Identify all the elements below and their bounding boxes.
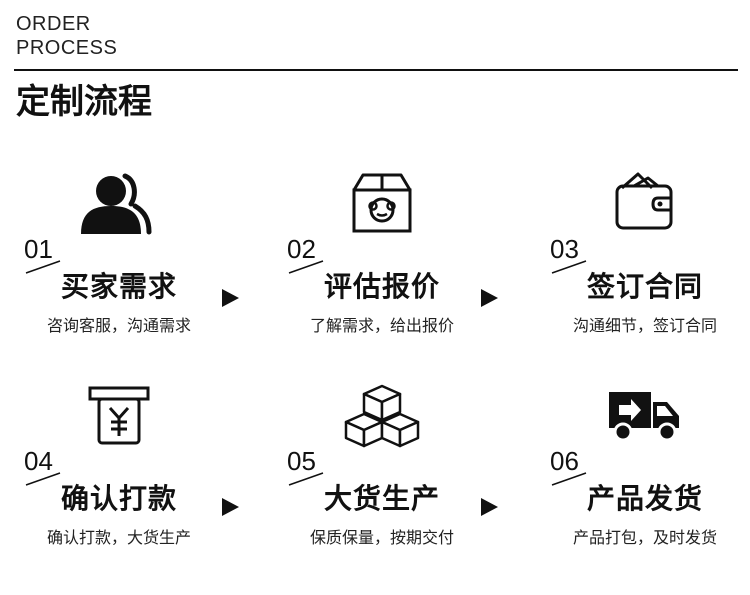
header-divider bbox=[14, 69, 738, 71]
step-number: 04 bbox=[24, 446, 53, 476]
play-arrow-icon bbox=[222, 289, 239, 307]
box-icon bbox=[327, 172, 437, 240]
step-number: 06 bbox=[550, 446, 579, 476]
wallet-icon bbox=[590, 172, 700, 240]
step-2: 02 评估报价 了解需求，给出报价 bbox=[287, 172, 487, 372]
step-desc: 沟通细节，签订合同 bbox=[572, 316, 717, 335]
english-heading: ORDER PROCESS bbox=[16, 12, 117, 60]
step-name: 评估报价 bbox=[323, 270, 440, 303]
step-1: 01 买家需求 咨询客服，沟通需求 bbox=[24, 172, 224, 372]
number-underline-slash bbox=[288, 472, 324, 486]
delivery-truck-icon bbox=[590, 384, 700, 452]
step-desc: 了解需求，给出报价 bbox=[309, 316, 454, 335]
stacked-boxes-icon bbox=[327, 384, 437, 452]
step-name: 大货生产 bbox=[323, 482, 440, 515]
play-arrow-icon bbox=[481, 498, 498, 516]
step-name: 买家需求 bbox=[60, 270, 177, 303]
step-number: 01 bbox=[24, 234, 53, 264]
number-underline-slash bbox=[25, 260, 61, 274]
step-number: 03 bbox=[550, 234, 579, 264]
step-name: 签订合同 bbox=[586, 270, 703, 303]
step-desc: 确认打款，大货生产 bbox=[46, 528, 191, 547]
english-heading-line1: ORDER bbox=[16, 13, 91, 35]
step-name: 确认打款 bbox=[60, 482, 177, 515]
step-3: 03 签订合同 沟通细节，签订合同 bbox=[550, 172, 750, 372]
page-title: 定制流程 bbox=[16, 82, 152, 122]
step-4: 04 确认打款 确认打款，大货生产 bbox=[24, 384, 224, 584]
step-number: 02 bbox=[287, 234, 316, 264]
number-underline-slash bbox=[288, 260, 324, 274]
step-6: 06 产品发货 产品打包，及时发货 bbox=[550, 384, 750, 584]
number-underline-slash bbox=[25, 472, 61, 486]
number-underline-slash bbox=[551, 472, 587, 486]
step-name: 产品发货 bbox=[586, 482, 703, 515]
play-arrow-icon bbox=[222, 498, 239, 516]
step-desc: 保质保量，按期交付 bbox=[309, 528, 454, 547]
play-arrow-icon bbox=[481, 289, 498, 307]
step-number: 05 bbox=[287, 446, 316, 476]
step-5: 05 大货生产 保质保量，按期交付 bbox=[287, 384, 487, 584]
customer-service-icon bbox=[64, 172, 174, 240]
step-desc: 咨询客服，沟通需求 bbox=[46, 316, 191, 335]
english-heading-line2: PROCESS bbox=[16, 37, 118, 59]
step-desc: 产品打包，及时发货 bbox=[572, 528, 717, 547]
number-underline-slash bbox=[551, 260, 587, 274]
yuan-payment-icon bbox=[64, 384, 174, 452]
